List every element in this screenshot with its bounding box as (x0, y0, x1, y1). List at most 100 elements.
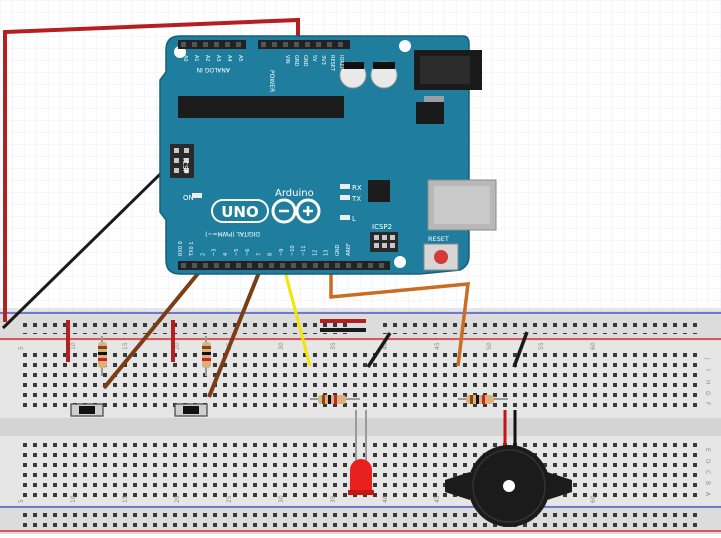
digital-pin-label: 8 (268, 253, 274, 256)
header-pin (335, 263, 340, 268)
atmega-chip (178, 96, 344, 118)
column-number-top: 15 (122, 342, 129, 350)
column-number-bottom: 60 (590, 495, 597, 503)
column-number-top: 45 (434, 342, 441, 350)
header-pin (214, 42, 219, 47)
analog-header (178, 40, 246, 49)
digital-pin-label: 2 (200, 253, 206, 256)
analog-pin-label: A2 (204, 55, 210, 62)
header-pin (214, 263, 219, 268)
icsp2-pin (390, 235, 395, 240)
resistor-buzzer (458, 395, 508, 404)
column-number-top: 20 (174, 342, 181, 350)
l-label: L (352, 215, 356, 223)
header-pin (181, 263, 186, 268)
rail-holes-top-left (20, 318, 350, 334)
power-label: POWER (268, 70, 275, 92)
header-pin (302, 263, 307, 268)
digital-pin-label: 7 (256, 253, 262, 256)
board-pcb (159, 35, 470, 275)
wire-led-gnd (366, 332, 392, 368)
header-pin (368, 263, 373, 268)
resistor-button1 (98, 336, 107, 376)
header-pin (203, 263, 208, 268)
icsp2-pin (390, 243, 395, 248)
row-letter: F (704, 402, 711, 406)
icsp-pin (184, 148, 189, 153)
header-pin (258, 263, 263, 268)
header-pin (181, 42, 186, 47)
digital-pin-label: AREF (346, 243, 352, 256)
mount-hole (394, 256, 406, 268)
icsp-pin (174, 158, 179, 163)
resistor-led (310, 395, 360, 404)
header-pin (338, 42, 343, 47)
reset-label: RESET (428, 235, 449, 243)
header-pin (294, 42, 299, 47)
icsp-pin (184, 168, 189, 173)
arduino-uno-board: ICSP RX TX L ON ICSP2 RESET UNO (159, 35, 497, 275)
power-pin-label: 5V (311, 55, 317, 62)
reset-button-cap[interactable] (434, 250, 448, 264)
wire-buzzer-gnd (512, 331, 529, 368)
icsp-pin (174, 148, 179, 153)
analog-pin-label: A4 (226, 55, 232, 62)
uno-text: UNO (221, 203, 259, 221)
mount-hole (399, 40, 411, 52)
header-pin (316, 42, 321, 47)
header-pin (346, 263, 351, 268)
header-pin (192, 42, 197, 47)
digital-pin-label: ~10 (290, 245, 296, 256)
digital-pin-label: 4 (223, 253, 229, 256)
power-header (258, 40, 350, 49)
wire-5v-red (2, 17, 300, 322)
header-pin (379, 263, 384, 268)
tx-led (340, 195, 350, 200)
row-letter: B (704, 481, 711, 485)
header-pin (203, 42, 208, 47)
arduino-brand-text: Arduino (275, 188, 314, 199)
power-pin-label: GND (302, 55, 308, 67)
row-letter: J (704, 357, 711, 360)
digital-pin-label: GND (335, 244, 341, 256)
icsp-pin (174, 168, 179, 173)
terminal-holes-top (20, 352, 700, 410)
icsp-label: ICSP (181, 158, 189, 174)
column-number-bottom: 20 (174, 495, 181, 503)
icsp2-pin (374, 243, 379, 248)
header-pin (192, 263, 197, 268)
breadboard: 51015202530354045505560 5101520253035404… (0, 308, 721, 534)
header-pin (327, 42, 332, 47)
on-label: ON (183, 194, 194, 202)
column-number-bottom: 15 (122, 495, 129, 503)
digital-pin-label: 13 (324, 250, 330, 256)
voltage-regulator (416, 102, 444, 124)
rx-led (340, 184, 350, 189)
digital-pin-label: TX0 1 (189, 242, 195, 257)
column-number-top: 50 (486, 342, 493, 350)
header-pin (283, 42, 288, 47)
column-number-bottom: 10 (70, 495, 77, 503)
regulator-tab (424, 96, 444, 102)
row-letter: A (704, 492, 711, 497)
capacitors (339, 61, 398, 89)
push-button-2 (174, 403, 208, 417)
power-jack-inner (420, 56, 470, 84)
rx-label: RX (352, 184, 362, 192)
column-number-top: 60 (590, 342, 597, 350)
resistor-button2 (202, 336, 211, 376)
row-letter: G (704, 391, 711, 396)
rail-holes-bottom (20, 511, 700, 527)
column-number-top: 55 (538, 342, 545, 350)
column-number-bottom: 25 (226, 495, 233, 503)
column-number-bottom: 40 (382, 495, 389, 503)
column-number-top: 10 (70, 342, 77, 350)
header-pin (269, 263, 274, 268)
piezo-buzzer (445, 410, 572, 527)
column-number-bottom: 35 (330, 495, 337, 503)
header-pin (247, 263, 252, 268)
analog-pin-label: A1 (193, 55, 199, 62)
column-numbers-top: 51015202530354045505560 (18, 342, 597, 350)
column-number-bottom: 5 (18, 499, 25, 503)
